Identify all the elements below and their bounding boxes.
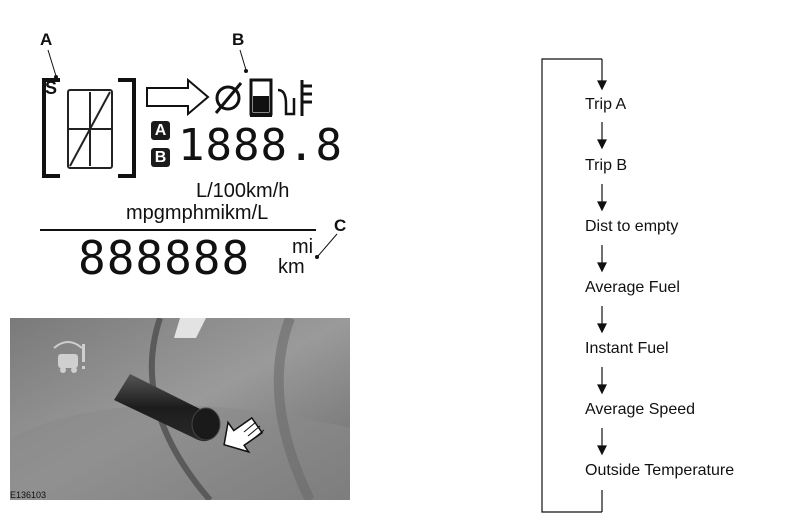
flow-item-average-fuel: Average Fuel [585,279,680,296]
fuel-pump-icon [249,78,273,117]
odo-unit-mi: mi [292,236,314,258]
fuel-nozzle-icon [277,88,296,116]
trip-a-badge: A [151,121,170,140]
stalk-photo [10,318,350,500]
callout-c: C [334,216,347,235]
callout-a: A [40,30,53,49]
unit-line-2: mpgmphmikm/L [126,202,269,224]
trip-b-badge: B [151,148,170,167]
circle-slash-icon [214,82,243,114]
shift-arrow-icon [146,77,210,117]
flow-item-trip-b: Trip B [585,157,628,174]
flow-item-trip-a: Trip A [585,96,627,113]
flow-item-outside-temperature: Outside Temperature [585,462,735,479]
press-arrow-icon [223,416,265,454]
stalk-photo-graphic [10,318,350,500]
figure-reference: E136103 [10,490,47,500]
display-graphics [40,49,338,259]
instrument-display: A B C [0,0,360,300]
temperature-icon [300,80,312,116]
odometer-value: 888888 [78,231,251,285]
flow-item-instant-fuel: Instant Fuel [585,340,669,357]
vehicle-lock-icon [53,341,85,373]
unit-line-1: L/100km/h [196,180,290,202]
trip-value: 1888.8 [178,120,343,171]
flow-item-average-speed: Average Speed [585,401,696,418]
gear-digit [67,89,113,169]
callout-b: B [232,30,245,49]
flow-loop [541,58,607,513]
flow-item-dist-to-empty: Dist to empty [585,218,679,235]
odo-unit-km: km [278,256,305,278]
gear-mode-label: S [45,78,58,98]
trip-computer-flow: Trip A Trip B Dist to empty Average Fuel… [530,50,790,520]
